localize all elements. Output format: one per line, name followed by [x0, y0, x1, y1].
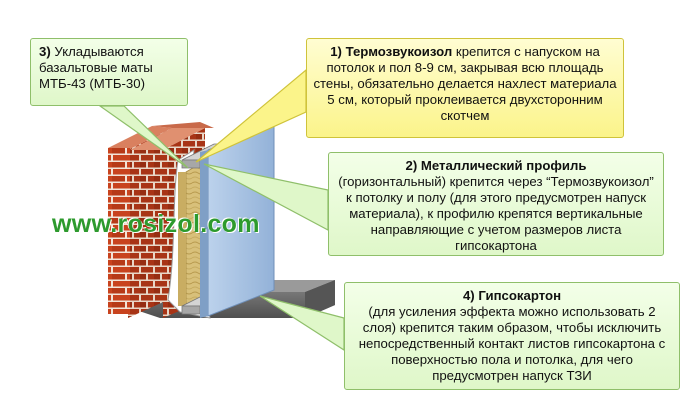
callout-leaders [98, 68, 345, 352]
callout-gypsum-board: 4) Гипсокартон (для усиления эффекта мож… [344, 282, 680, 390]
callout-basalt-mats: 3) Укладываются базальтовые маты МТБ-43 … [30, 38, 188, 106]
callout-title: 4) Гипсокартон [462, 288, 562, 303]
callout-metal-profile: 2) Металлический профиль (горизонтальный… [328, 152, 664, 256]
callout-text: (горизонтальный) крепится через “Термозв… [338, 174, 654, 253]
callout-title: 1) Термозвукоизол [330, 44, 453, 59]
site-watermark: www.rosizol.com [52, 210, 260, 238]
callout-title: 2) Металлический профиль [405, 158, 587, 173]
callout-text: Укладываются базальтовые маты МТБ-43 (МТ… [39, 44, 153, 91]
callout-number: 3) [39, 44, 51, 59]
callout-text: крепится с напуском на потолок и пол 8-9… [313, 44, 617, 123]
callout-text: (для усиления эффекта можно использовать… [358, 304, 666, 383]
callout-termozvukoizol: 1) Термозвукоизол крепится с напуском на… [306, 38, 624, 138]
